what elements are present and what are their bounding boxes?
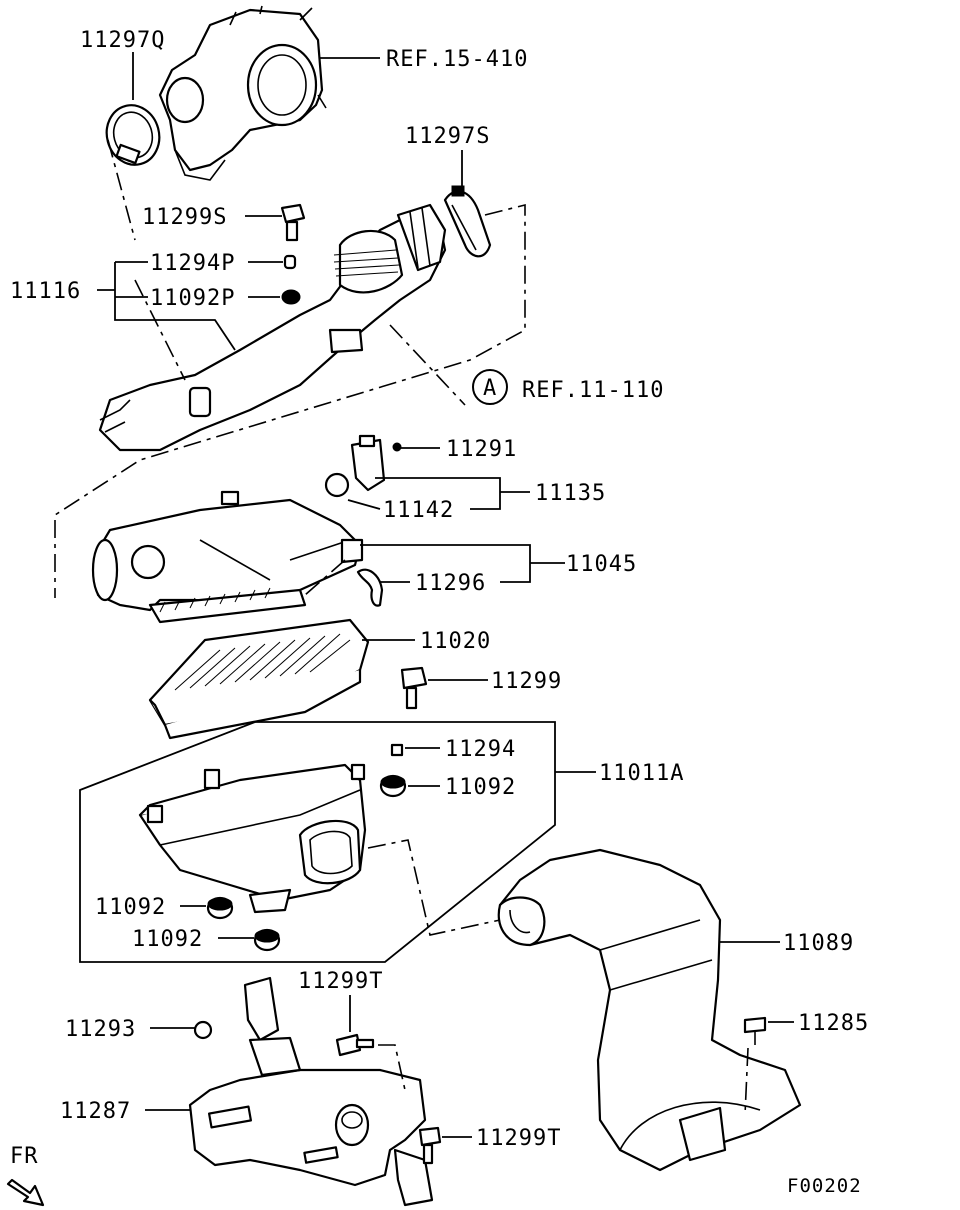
front-direction-arrow — [6, 1178, 45, 1207]
label-11297Q: 11297Q — [80, 28, 165, 53]
bracket-11287 — [188, 976, 434, 1207]
air-filter-element-11020 — [148, 618, 370, 740]
label-11045: 11045 — [566, 552, 637, 577]
label-11299: 11299 — [491, 669, 562, 694]
label-11299T-upper: 11299T — [298, 969, 383, 994]
small-parts-hose — [280, 203, 306, 305]
leader-lines — [97, 52, 794, 1138]
label-11297S: 11297S — [405, 124, 490, 149]
air-intake-duct-11089 — [497, 848, 802, 1172]
label-11293: 11293 — [65, 1017, 136, 1042]
label-11299T-lower: 11299T — [476, 1126, 561, 1151]
hose-clamp-11297Q — [105, 104, 161, 166]
clip-11285 — [743, 1016, 767, 1045]
label-ref-15-410: REF.15-410 — [386, 47, 528, 72]
label-11011A: 11011A — [599, 761, 684, 786]
figure-code: F00202 — [787, 1175, 862, 1197]
grommets-11092 — [206, 743, 407, 952]
label-11285: 11285 — [798, 1011, 869, 1036]
turbocharger-ref — [158, 5, 327, 181]
bolts-11299T — [335, 1033, 442, 1165]
label-11092P: 11092P — [150, 286, 235, 311]
label-11291: 11291 — [446, 437, 517, 462]
label-11287: 11287 — [60, 1099, 131, 1124]
label-11142: 11142 — [383, 498, 454, 523]
label-11089: 11089 — [783, 931, 854, 956]
bolt-11299 — [400, 666, 428, 710]
clamp-11296 — [356, 568, 384, 607]
label-ref-11-110: REF.11-110 — [522, 378, 664, 403]
label-11296: 11296 — [415, 571, 486, 596]
airflow-sensor-11135 — [324, 434, 402, 498]
label-11020: 11020 — [420, 629, 491, 654]
label-11299S: 11299S — [142, 205, 227, 230]
label-11092-lower: 11092 — [132, 927, 203, 952]
hose-clamp-11297S — [443, 185, 492, 258]
label-11294: 11294 — [445, 737, 516, 762]
air-cleaner-case — [138, 763, 367, 914]
reference-circle-a — [472, 369, 508, 405]
label-11294P: 11294P — [150, 251, 235, 276]
label-11116: 11116 — [10, 279, 81, 304]
label-circle-a: A — [483, 376, 497, 401]
label-11092-upper: 11092 — [445, 775, 516, 800]
assembly-frame-11011A — [79, 721, 556, 963]
dashed-reference-lines — [54, 139, 749, 1116]
intake-hose-11116 — [98, 203, 447, 452]
label-11135: 11135 — [535, 481, 606, 506]
air-cleaner-cover-11045 — [91, 490, 364, 624]
label-fr: FR — [10, 1144, 39, 1169]
label-11092-middle: 11092 — [95, 895, 166, 920]
